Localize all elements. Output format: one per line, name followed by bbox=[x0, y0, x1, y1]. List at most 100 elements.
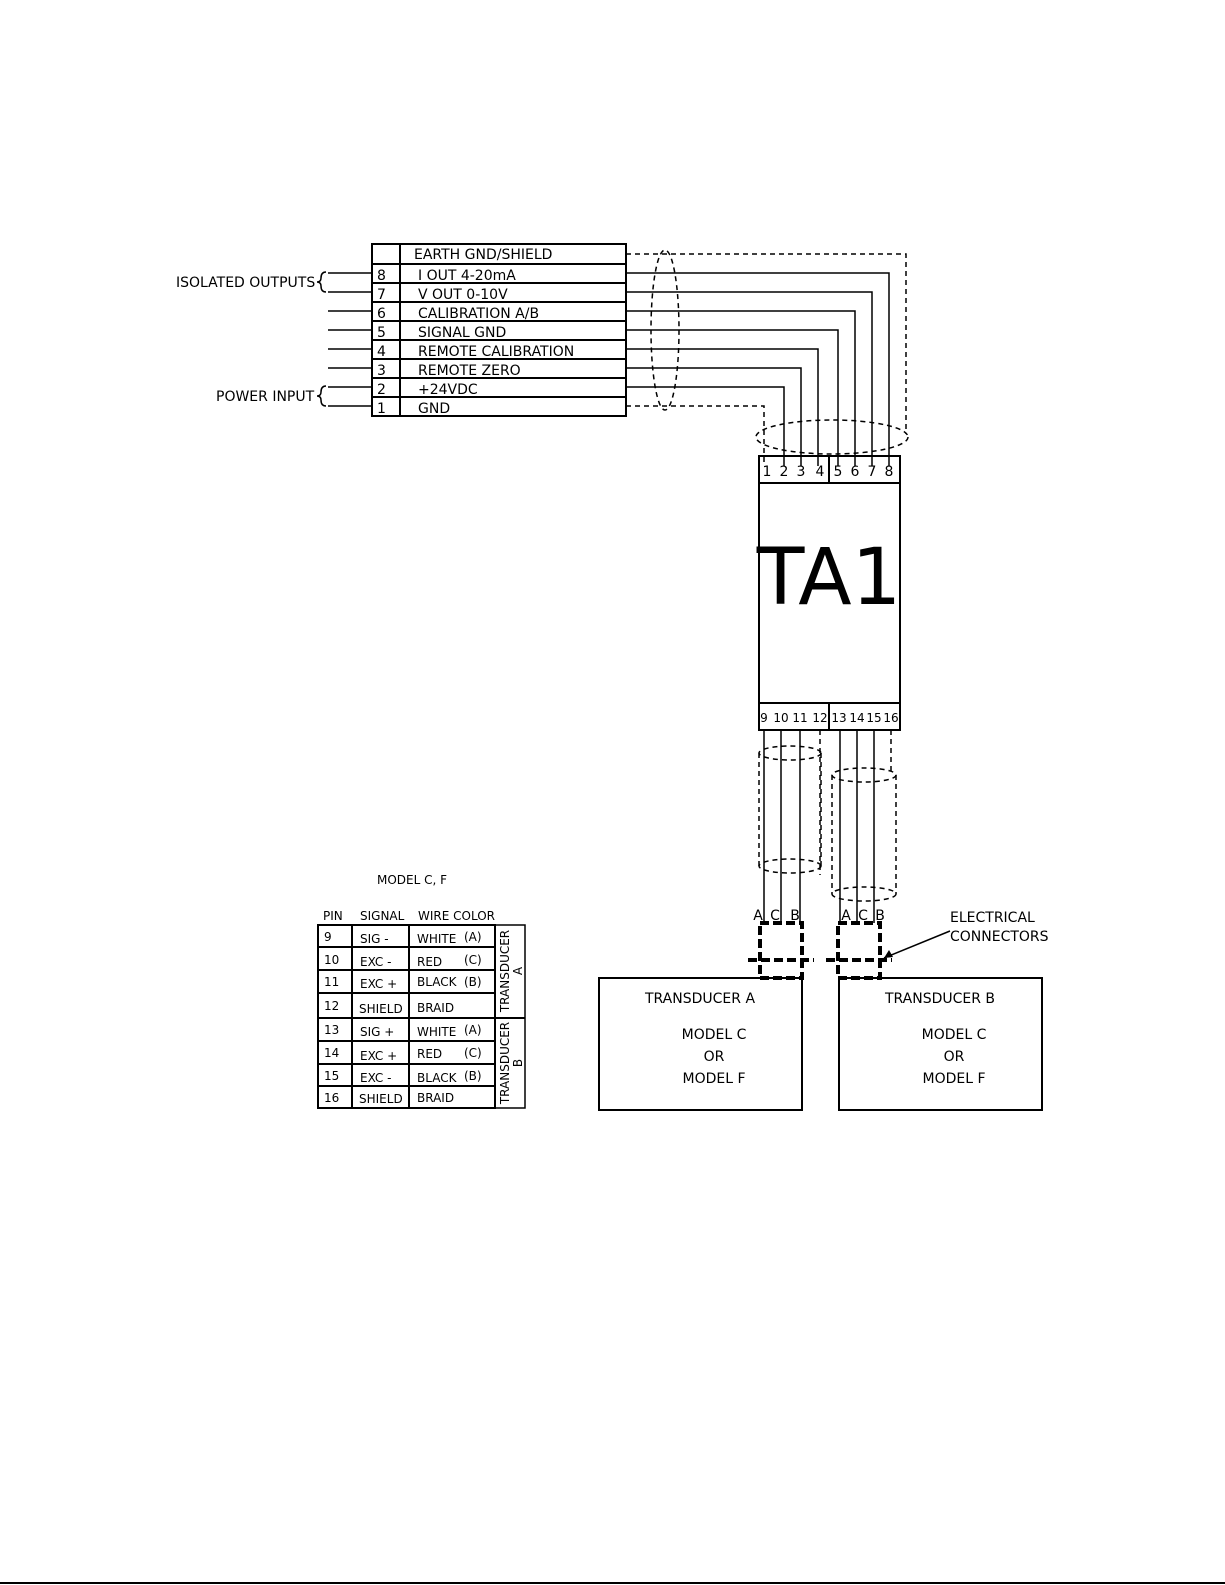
pin-table: MODEL C, F PIN SIGNAL WIRE COLOR 9 SIG -… bbox=[317, 873, 526, 1109]
transducer-b-or: OR bbox=[944, 1049, 965, 1065]
cable-terminal-to-ta1 bbox=[626, 249, 909, 466]
side-label-b: B bbox=[511, 1059, 525, 1067]
transducer-a-model-f: MODEL F bbox=[682, 1071, 745, 1087]
electrical-connectors-callout: ELECTRICAL CONNECTORS bbox=[883, 910, 1049, 959]
table-row-15-color: BLACK bbox=[417, 1071, 458, 1085]
page-bottom-rule bbox=[0, 1582, 1225, 1584]
table-row-9-code: (A) bbox=[464, 930, 482, 944]
connector-letters: A C B A C B bbox=[753, 908, 885, 924]
terminal-label-8: I OUT 4-20mA bbox=[418, 268, 516, 284]
ta1-pin-2: 2 bbox=[780, 464, 789, 480]
wire-1 bbox=[626, 405, 765, 466]
cable-shield-ellipse-right bbox=[755, 419, 909, 455]
transducer-a-or: OR bbox=[704, 1049, 725, 1065]
table-row-16-pin: 16 bbox=[324, 1091, 339, 1105]
side-label-transducer-a: TRANSDUCER bbox=[498, 930, 512, 1013]
table-row-15-code: (B) bbox=[464, 1069, 482, 1083]
conn-a-letter-a: A bbox=[753, 908, 763, 924]
ta1-pin-13: 13 bbox=[831, 711, 846, 725]
terminal-label-4: REMOTE CALIBRATION bbox=[418, 344, 574, 360]
conn-b-letter-b: B bbox=[875, 908, 885, 924]
table-row-14-signal: EXC + bbox=[360, 1049, 397, 1063]
table-row-11-color: BLACK bbox=[417, 975, 458, 989]
field-wires-left: ISOLATED OUTPUTS POWER INPUT bbox=[176, 271, 372, 407]
table-row-13-color: WHITE bbox=[417, 1025, 456, 1039]
ta1-pin-3: 3 bbox=[797, 464, 806, 480]
table-row-11-code: (B) bbox=[464, 975, 482, 989]
isolated-outputs-label: ISOLATED OUTPUTS bbox=[176, 275, 315, 291]
terminal-num-3: 3 bbox=[377, 363, 386, 379]
power-input-label: POWER INPUT bbox=[216, 389, 315, 405]
conn-a-letter-b: B bbox=[790, 908, 800, 924]
pin-table-header-color: WIRE COLOR bbox=[418, 909, 495, 923]
ta1-module: TA1 1 2 3 4 5 6 7 8 9 10 11 12 13 14 15 … bbox=[756, 455, 902, 731]
terminal-num-5: 5 bbox=[377, 325, 386, 341]
table-row-13-pin: 13 bbox=[324, 1023, 339, 1037]
cable-to-transducer-b bbox=[831, 730, 897, 923]
earth-shield-wire bbox=[626, 253, 907, 434]
wire-6 bbox=[626, 310, 856, 466]
transducer-b-box: TRANSDUCER B MODEL C OR MODEL F bbox=[838, 977, 1043, 1111]
transducer-a-title: TRANSDUCER A bbox=[644, 991, 755, 1007]
transducer-b-title: TRANSDUCER B bbox=[884, 991, 995, 1007]
ta1-pin-7: 7 bbox=[868, 464, 877, 480]
cable-to-transducer-a bbox=[758, 730, 822, 923]
wire-2 bbox=[626, 386, 785, 466]
terminal-label-1: GND bbox=[418, 401, 450, 417]
table-row-12-pin: 12 bbox=[324, 999, 339, 1013]
table-row-10-signal: EXC - bbox=[360, 955, 391, 969]
callout-line-2: CONNECTORS bbox=[950, 929, 1049, 945]
terminal-num-6: 6 bbox=[377, 306, 386, 322]
ta1-pin-4: 4 bbox=[816, 464, 825, 480]
ta1-label: TA1 bbox=[756, 533, 902, 623]
table-row-13-code: (A) bbox=[464, 1023, 482, 1037]
ta1-pin-6: 6 bbox=[851, 464, 860, 480]
conn-b-letter-c: C bbox=[858, 908, 868, 924]
table-row-9-signal: SIG - bbox=[360, 932, 389, 946]
table-row-16-color: BRAID bbox=[417, 1091, 454, 1105]
terminal-label-6: CALIBRATION A/B bbox=[418, 306, 539, 322]
ta1-bottom-connector-right bbox=[828, 702, 901, 731]
transducer-b-model-f: MODEL F bbox=[922, 1071, 985, 1087]
ta1-pin-15: 15 bbox=[866, 711, 881, 725]
table-row-14-pin: 14 bbox=[324, 1046, 339, 1060]
isolated-outputs-brace bbox=[316, 271, 327, 293]
conn-b-letter-a: A bbox=[841, 908, 851, 924]
table-row-10-color: RED bbox=[417, 955, 442, 969]
table-row-15-signal: EXC - bbox=[360, 1071, 391, 1085]
table-row-9-pin: 9 bbox=[324, 930, 332, 944]
transducer-b-model-c: MODEL C bbox=[922, 1027, 987, 1043]
ta1-pin-12: 12 bbox=[812, 711, 827, 725]
ta1-pin-5: 5 bbox=[834, 464, 843, 480]
table-row-16-signal: SHIELD bbox=[359, 1092, 403, 1106]
table-row-12-color: BRAID bbox=[417, 1001, 454, 1015]
ta1-pin-14: 14 bbox=[849, 711, 864, 725]
power-input-brace bbox=[316, 385, 327, 407]
ta1-pin-16: 16 bbox=[883, 711, 898, 725]
ta1-pin-8: 8 bbox=[885, 464, 894, 480]
ta1-pin-10: 10 bbox=[773, 711, 788, 725]
pin-table-title: MODEL C, F bbox=[377, 873, 447, 887]
terminal-label-3: REMOTE ZERO bbox=[418, 363, 521, 379]
terminal-label-7: V OUT 0-10V bbox=[418, 287, 508, 303]
table-row-10-code: (C) bbox=[464, 953, 482, 967]
terminal-label-5: SIGNAL GND bbox=[418, 325, 506, 341]
terminal-num-2: 2 bbox=[377, 382, 386, 398]
side-label-transducer-b: TRANSDUCER bbox=[498, 1022, 512, 1105]
side-label-a: A bbox=[511, 966, 525, 975]
wire-4 bbox=[626, 348, 819, 466]
terminal-num-7: 7 bbox=[377, 287, 386, 303]
terminal-num-1: 1 bbox=[377, 401, 386, 417]
terminal-num-4: 4 bbox=[377, 344, 386, 360]
wire-3 bbox=[626, 367, 802, 466]
table-row-12-signal: SHIELD bbox=[359, 1002, 403, 1016]
transducer-a-model-c: MODEL C bbox=[682, 1027, 747, 1043]
pin-table-header-signal: SIGNAL bbox=[360, 909, 405, 923]
ta1-pin-1: 1 bbox=[763, 464, 772, 480]
cable-shield-ellipse-left bbox=[650, 249, 680, 411]
ta1-pin-9: 9 bbox=[760, 711, 768, 725]
ta1-pin-11: 11 bbox=[792, 711, 807, 725]
table-row-9-color: WHITE bbox=[417, 932, 456, 946]
callout-line-1: ELECTRICAL bbox=[950, 910, 1035, 926]
